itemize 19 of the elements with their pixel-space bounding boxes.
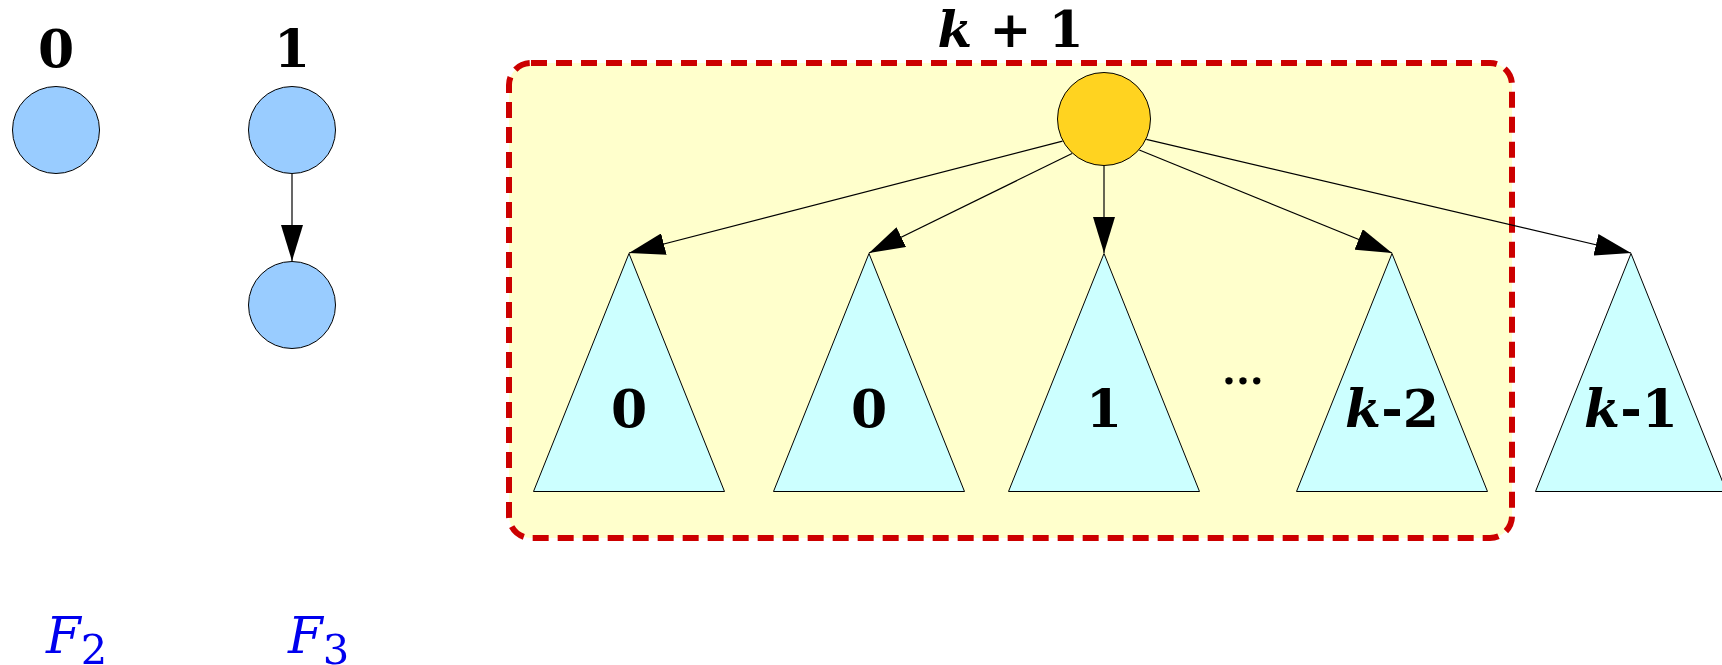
arrow [628,140,1064,255]
arrow [1138,149,1393,254]
formula-label: F$_{2}$ [46,611,108,665]
ellipsis: ... [1222,350,1264,390]
circle-node [248,261,336,349]
subtree-label: k-1 [1583,383,1679,435]
subtree-label: 0 [609,383,649,435]
arrow [281,173,303,262]
arrow [868,152,1073,254]
group-title: k + 1 [936,0,1085,60]
node-label: 0 [36,17,76,81]
subtree-label: k-2 [1344,383,1440,435]
node-label: 1 [272,17,312,81]
formula-label: F$_{3}$ [288,611,350,665]
circle-node [1057,72,1151,166]
subtree-label: 0 [849,383,889,435]
subtree-label: 1 [1084,383,1124,435]
arrow [1145,138,1632,256]
arrow [1093,165,1115,254]
